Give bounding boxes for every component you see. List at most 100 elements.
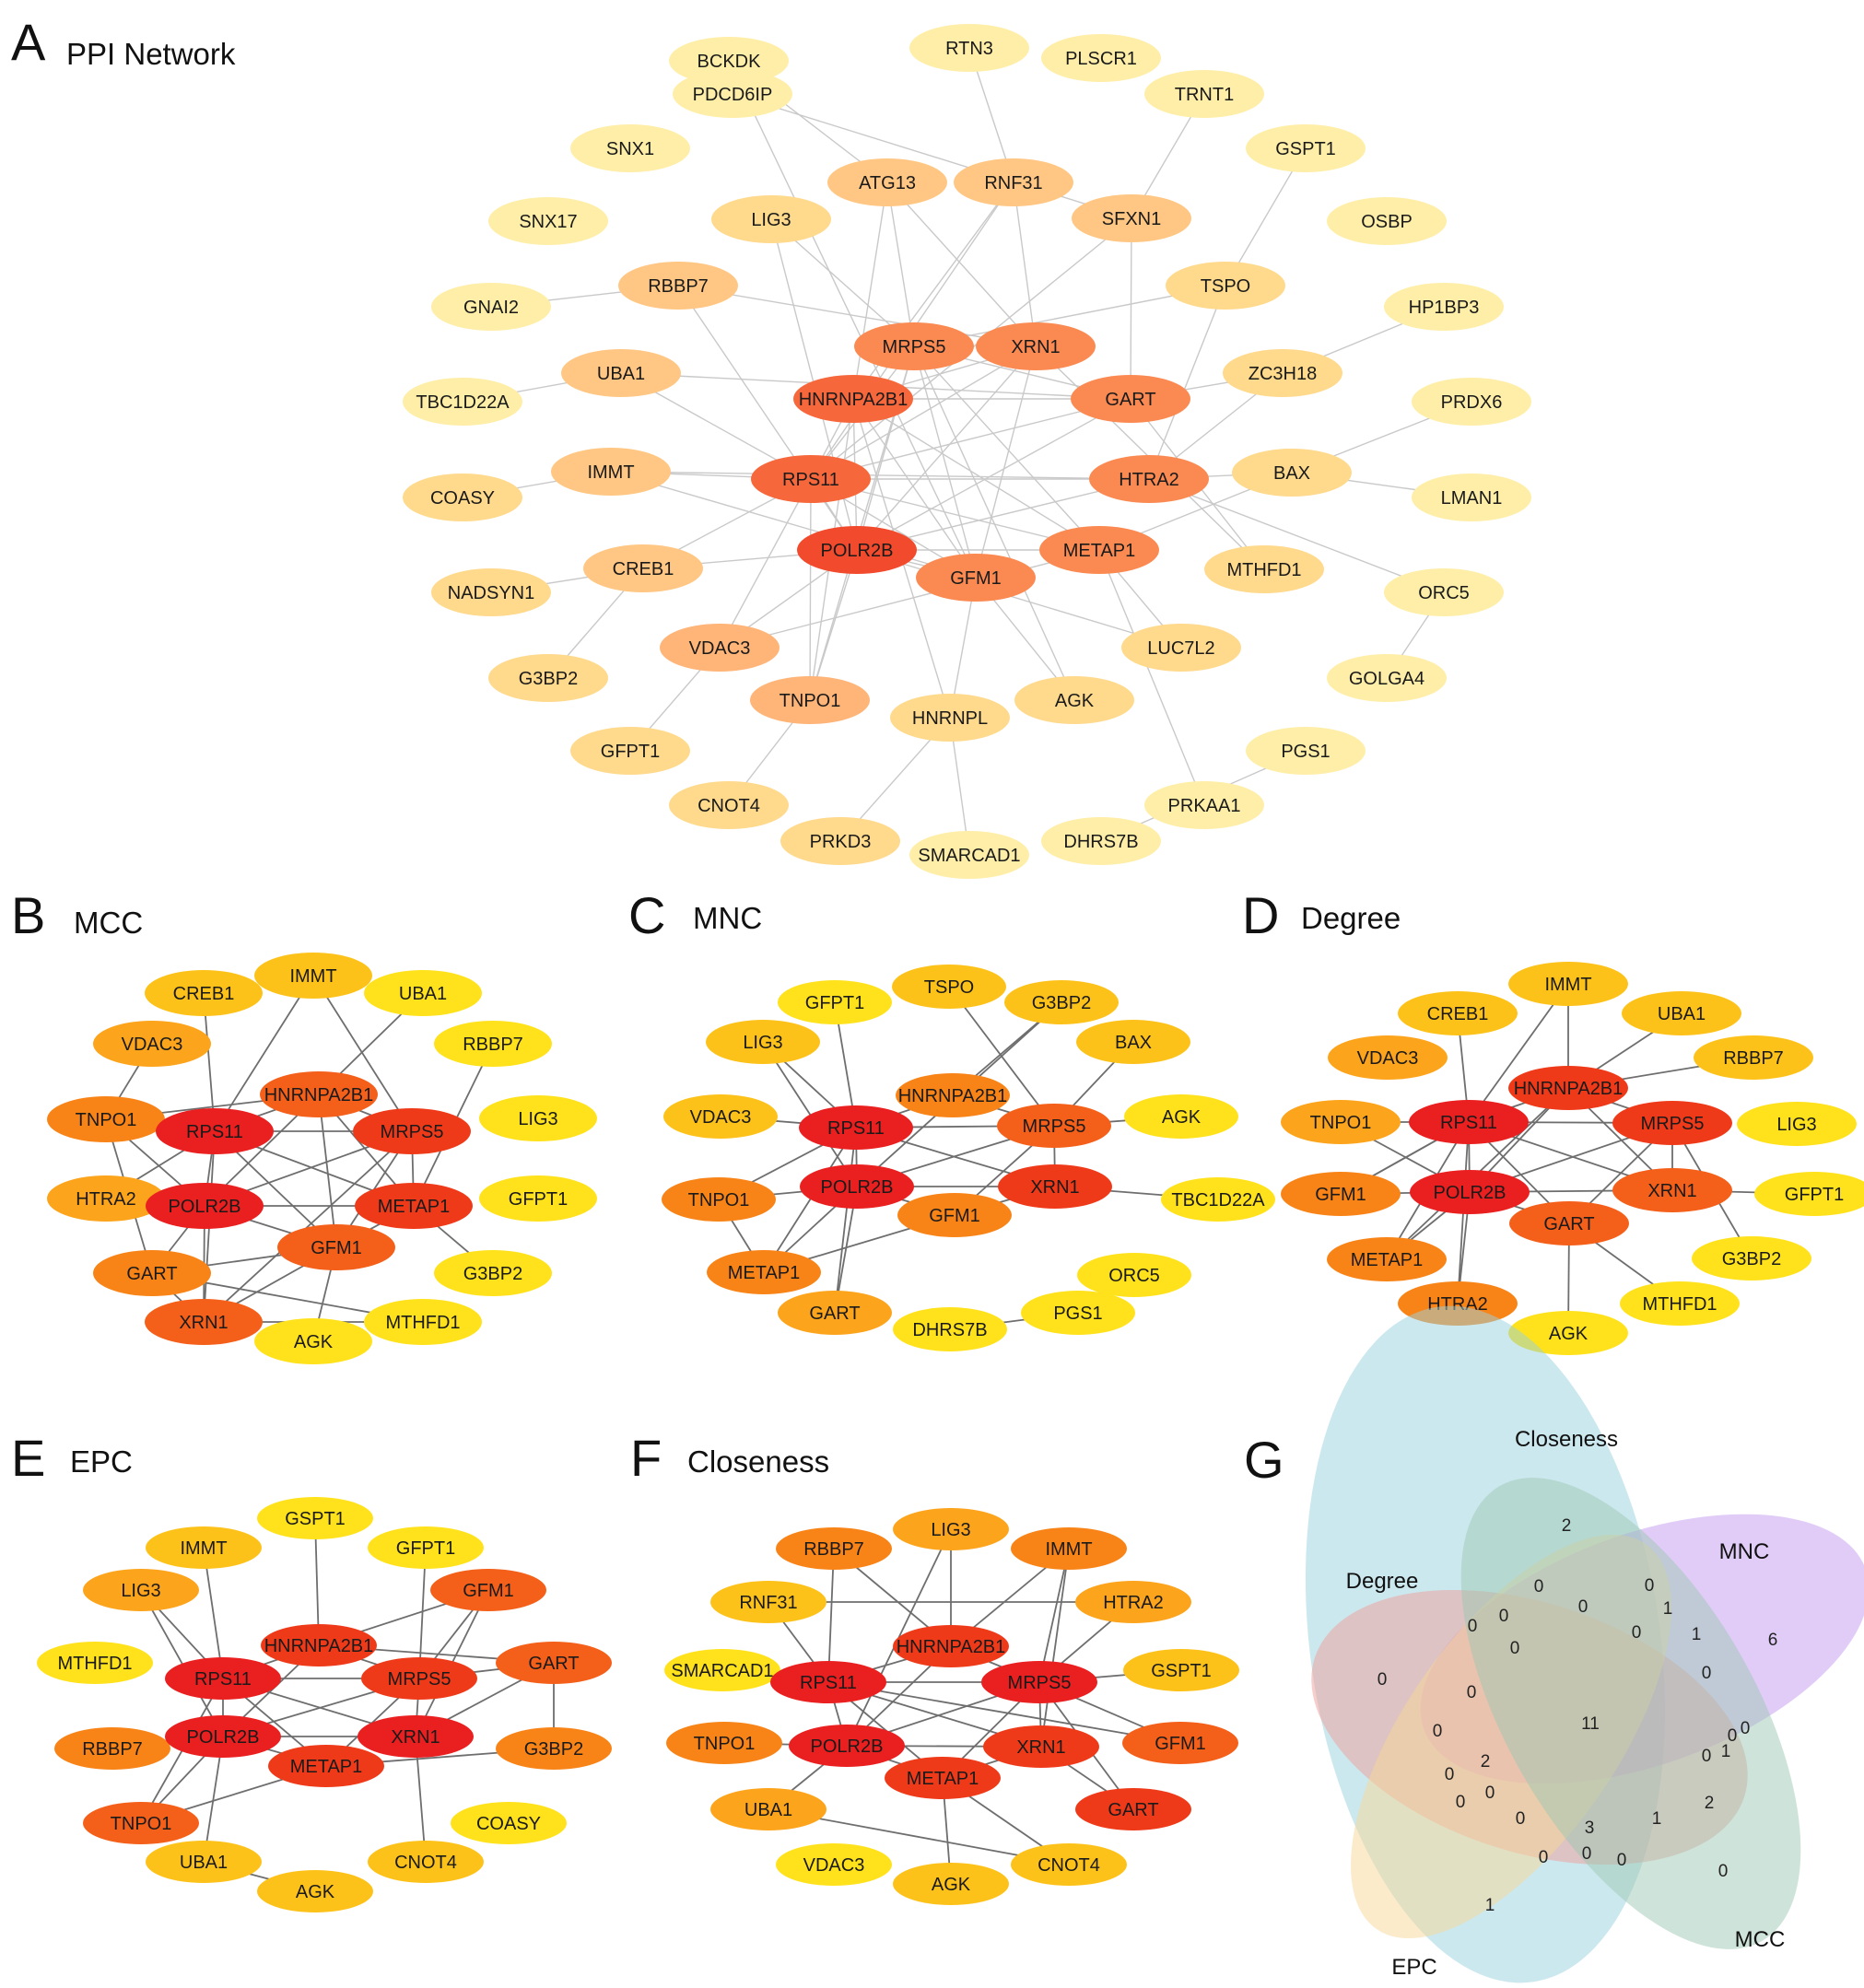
node-lig3[interactable]: LIG3 — [1737, 1102, 1857, 1146]
node-metap1[interactable]: METAP1 — [268, 1745, 384, 1787]
node-hnrnpa2b1[interactable]: HNRNPA2B1 — [793, 375, 913, 423]
node-agk[interactable]: AGK — [893, 1863, 1009, 1905]
node-rbbp7[interactable]: RBBP7 — [54, 1727, 170, 1770]
node-htra2[interactable]: HTRA2 — [1075, 1581, 1191, 1623]
node-snx1[interactable]: SNX1 — [570, 124, 690, 172]
node-orc5[interactable]: ORC5 — [1077, 1253, 1191, 1297]
node-rps11[interactable]: RPS11 — [165, 1657, 281, 1700]
node-hp1bp3[interactable]: HP1BP3 — [1384, 283, 1504, 331]
node-gfm1[interactable]: GFM1 — [897, 1193, 1012, 1237]
node-hnrnpl[interactable]: HNRNPL — [890, 694, 1010, 742]
node-immt[interactable]: IMMT — [1508, 962, 1628, 1006]
node-agk[interactable]: AGK — [257, 1870, 373, 1912]
node-zc3h18[interactable]: ZC3H18 — [1223, 349, 1342, 397]
node-gfm1[interactable]: GFM1 — [430, 1569, 546, 1611]
node-creb1[interactable]: CREB1 — [1398, 991, 1518, 1035]
node-lig3[interactable]: LIG3 — [711, 195, 831, 243]
node-atg13[interactable]: ATG13 — [827, 158, 947, 206]
node-xrn1[interactable]: XRN1 — [976, 322, 1096, 370]
node-polr2b[interactable]: POLR2B — [1410, 1170, 1530, 1214]
node-uba1[interactable]: UBA1 — [364, 970, 482, 1016]
node-polr2b[interactable]: POLR2B — [789, 1725, 905, 1767]
node-tnpo1[interactable]: TNPO1 — [662, 1177, 776, 1222]
node-agk[interactable]: AGK — [1508, 1311, 1628, 1355]
node-gart[interactable]: GART — [778, 1291, 892, 1335]
node-mrps5[interactable]: MRPS5 — [997, 1104, 1111, 1148]
node-vdac3[interactable]: VDAC3 — [776, 1843, 892, 1886]
node-metap1[interactable]: METAP1 — [1327, 1237, 1447, 1281]
node-bax[interactable]: BAX — [1232, 449, 1352, 497]
node-creb1[interactable]: CREB1 — [145, 970, 263, 1016]
node-tspo[interactable]: TSPO — [892, 965, 1006, 1009]
node-creb1[interactable]: CREB1 — [583, 544, 703, 592]
node-immt[interactable]: IMMT — [146, 1526, 262, 1569]
node-metap1[interactable]: METAP1 — [355, 1183, 473, 1229]
node-rbbp7[interactable]: RBBP7 — [618, 262, 738, 310]
node-pgs1[interactable]: PGS1 — [1021, 1291, 1135, 1335]
node-coasy[interactable]: COASY — [403, 474, 522, 521]
node-prkaa1[interactable]: PRKAA1 — [1144, 781, 1264, 829]
node-gfm1[interactable]: GFM1 — [1281, 1172, 1401, 1216]
node-polr2b[interactable]: POLR2B — [165, 1715, 281, 1758]
node-lig3[interactable]: LIG3 — [893, 1508, 1009, 1550]
node-lman1[interactable]: LMAN1 — [1412, 474, 1531, 521]
node-rbbp7[interactable]: RBBP7 — [776, 1527, 892, 1570]
node-htra2[interactable]: HTRA2 — [1089, 455, 1209, 503]
node-g3bp2[interactable]: G3BP2 — [496, 1727, 612, 1770]
node-dhrs7b[interactable]: DHRS7B — [1041, 817, 1161, 865]
node-gspt1[interactable]: GSPT1 — [1246, 124, 1366, 172]
node-rbbp7[interactable]: RBBP7 — [434, 1021, 552, 1067]
node-gfm1[interactable]: GFM1 — [277, 1224, 395, 1270]
node-rps11[interactable]: RPS11 — [156, 1108, 274, 1154]
node-rnf31[interactable]: RNF31 — [954, 158, 1073, 206]
node-mthfd1[interactable]: MTHFD1 — [1620, 1281, 1740, 1326]
node-hnrnpa2b1[interactable]: HNRNPA2B1 — [893, 1625, 1009, 1667]
node-polr2b[interactable]: POLR2B — [146, 1183, 264, 1229]
node-pdcd6ip[interactable]: PDCD6IP — [673, 70, 792, 118]
node-vdac3[interactable]: VDAC3 — [660, 624, 780, 672]
node-cnot4[interactable]: CNOT4 — [368, 1841, 484, 1883]
node-smarcad1[interactable]: SMARCAD1 — [664, 1649, 780, 1691]
node-agk[interactable]: AGK — [1124, 1094, 1238, 1139]
node-mrps5[interactable]: MRPS5 — [854, 322, 974, 370]
node-prkd3[interactable]: PRKD3 — [780, 817, 900, 865]
node-lig3[interactable]: LIG3 — [83, 1569, 199, 1611]
node-uba1[interactable]: UBA1 — [146, 1841, 262, 1883]
node-uba1[interactable]: UBA1 — [1622, 991, 1741, 1035]
node-gfm1[interactable]: GFM1 — [916, 554, 1036, 602]
node-gspt1[interactable]: GSPT1 — [257, 1497, 373, 1539]
node-hnrnpa2b1[interactable]: HNRNPA2B1 — [261, 1624, 377, 1666]
node-gart[interactable]: GART — [1075, 1788, 1191, 1830]
node-rnf31[interactable]: RNF31 — [710, 1581, 826, 1623]
node-mthfd1[interactable]: MTHFD1 — [364, 1299, 482, 1345]
node-tnpo1[interactable]: TNPO1 — [750, 676, 870, 724]
node-hnrnpa2b1[interactable]: HNRNPA2B1 — [1508, 1066, 1628, 1110]
node-metap1[interactable]: METAP1 — [1039, 526, 1159, 574]
node-g3bp2[interactable]: G3BP2 — [488, 654, 608, 702]
node-uba1[interactable]: UBA1 — [710, 1788, 826, 1830]
node-coasy[interactable]: COASY — [451, 1802, 567, 1844]
node-hnrnpa2b1[interactable]: HNRNPA2B1 — [260, 1071, 378, 1117]
node-polr2b[interactable]: POLR2B — [797, 526, 917, 574]
node-gnai2[interactable]: GNAI2 — [431, 283, 551, 331]
node-gfpt1[interactable]: GFPT1 — [570, 727, 690, 775]
node-agk[interactable]: AGK — [1014, 676, 1134, 724]
node-gfm1[interactable]: GFM1 — [1122, 1722, 1238, 1764]
node-metap1[interactable]: METAP1 — [885, 1757, 1001, 1799]
node-gart[interactable]: GART — [1509, 1201, 1629, 1245]
node-gfpt1[interactable]: GFPT1 — [1754, 1172, 1864, 1216]
node-prdx6[interactable]: PRDX6 — [1412, 378, 1531, 426]
node-immt[interactable]: IMMT — [1011, 1527, 1127, 1570]
node-agk[interactable]: AGK — [254, 1318, 372, 1364]
node-rps11[interactable]: RPS11 — [751, 455, 871, 503]
node-tbc1d22a[interactable]: TBC1D22A — [403, 378, 522, 426]
node-mrps5[interactable]: MRPS5 — [361, 1657, 477, 1700]
node-nadsyn1[interactable]: NADSYN1 — [431, 568, 551, 616]
node-gfpt1[interactable]: GFPT1 — [479, 1175, 597, 1222]
node-polr2b[interactable]: POLR2B — [800, 1164, 914, 1209]
node-xrn1[interactable]: XRN1 — [983, 1725, 1099, 1768]
node-mrps5[interactable]: MRPS5 — [353, 1108, 471, 1154]
node-vdac3[interactable]: VDAC3 — [663, 1094, 778, 1139]
node-xrn1[interactable]: XRN1 — [145, 1299, 263, 1345]
node-xrn1[interactable]: XRN1 — [998, 1164, 1112, 1209]
